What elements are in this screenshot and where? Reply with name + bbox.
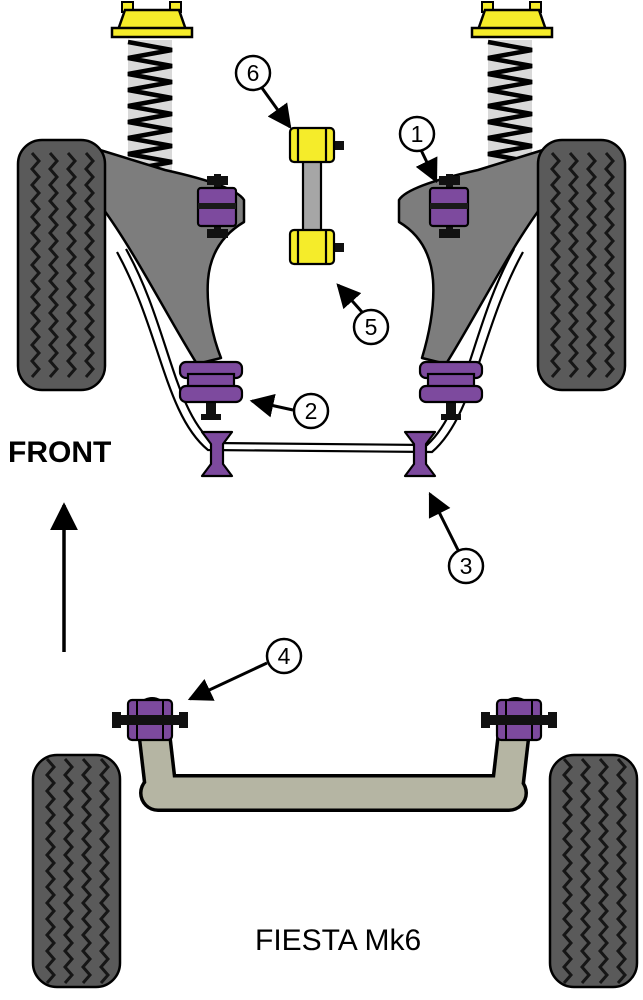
callout-6: 6	[234, 54, 272, 92]
link-bush-lower	[288, 228, 344, 266]
strut-top-mount-left	[110, 1, 194, 39]
roll-bar-bush-left	[200, 430, 234, 478]
rear-wheel-left	[31, 753, 122, 989]
callout-5: 5	[352, 308, 390, 346]
callout-3-number: 3	[460, 553, 473, 579]
rear-beam-bush-right	[481, 698, 557, 742]
upper-arm-bush-left	[196, 174, 238, 238]
callout-4: 4	[265, 637, 303, 675]
link-bush-upper	[288, 126, 344, 164]
callout-6-number: 6	[247, 60, 260, 86]
front-wheel-left	[16, 138, 107, 392]
lower-arm-bush-left	[178, 360, 244, 420]
diagram-title: FIESTA Mk6	[255, 924, 421, 957]
arrow-to-item-3	[428, 491, 460, 551]
front-wheel-right	[536, 138, 627, 392]
callout-1-number: 1	[411, 121, 424, 147]
front-label: FRONT	[8, 436, 111, 469]
rear-beam-bush-left	[112, 698, 188, 742]
strut-top-mount-right	[470, 1, 554, 39]
control-arm-right	[397, 148, 547, 366]
callout-3: 3	[447, 547, 485, 585]
rear-wheel-right	[548, 753, 639, 989]
callout-1: 1	[398, 115, 436, 153]
arrow-to-item-6	[260, 87, 292, 129]
arrow-to-item-1	[415, 149, 438, 184]
arrow-to-item-5	[336, 283, 364, 313]
arrow-to-item-2	[249, 393, 294, 418]
coil-spring-left	[127, 39, 173, 173]
coil-spring-right	[487, 39, 533, 173]
rear-beam	[135, 697, 533, 812]
arrow-to-item-4	[187, 661, 268, 701]
drop-link	[288, 126, 344, 266]
callout-2: 2	[292, 392, 330, 430]
callout-arrows	[187, 87, 460, 701]
callout-5-number: 5	[365, 314, 378, 340]
anti-roll-bar	[116, 248, 524, 454]
upper-arm-bush-right	[428, 174, 470, 238]
roll-bar-bush-right	[403, 430, 437, 478]
callout-2-number: 2	[305, 398, 318, 424]
lower-arm-bush-right	[418, 360, 484, 420]
callout-4-number: 4	[278, 643, 291, 669]
